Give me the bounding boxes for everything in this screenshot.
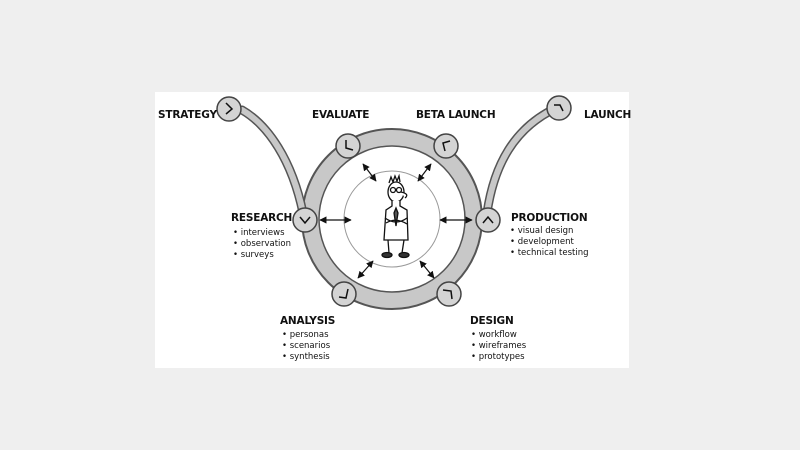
launch-label: LAUNCH bbox=[584, 109, 632, 121]
arrow-analysis bbox=[357, 260, 374, 279]
analysis-node bbox=[331, 281, 357, 307]
evaluate-label: EVALUATE bbox=[312, 109, 370, 121]
list-item: visual design bbox=[510, 226, 589, 237]
research-node bbox=[292, 207, 318, 233]
list-item: development bbox=[510, 237, 589, 248]
arrow-evaluate bbox=[362, 163, 377, 182]
arrow-design bbox=[419, 260, 435, 279]
beta-launch-node bbox=[433, 133, 459, 159]
strategy-path bbox=[237, 105, 308, 218]
strategy-label: STRATEGY bbox=[158, 109, 217, 121]
production-label: PRODUCTION bbox=[511, 212, 588, 224]
analysis-items: personas scenarios synthesis bbox=[282, 330, 330, 363]
list-item: technical testing bbox=[510, 248, 589, 259]
list-item: prototypes bbox=[471, 352, 526, 363]
list-item: workflow bbox=[471, 330, 526, 341]
launch-path bbox=[482, 103, 561, 218]
evaluate-node bbox=[335, 133, 361, 159]
list-item: scenarios bbox=[282, 341, 330, 352]
analysis-label: ANALYSIS bbox=[280, 315, 336, 327]
list-item: personas bbox=[282, 330, 330, 341]
research-items: interviews observation surveys bbox=[233, 228, 291, 261]
person-illustration bbox=[381, 173, 410, 259]
arrow-beta-launch bbox=[417, 163, 432, 182]
launch-node bbox=[546, 95, 572, 121]
strategy-node bbox=[216, 96, 242, 122]
production-node bbox=[475, 207, 501, 233]
design-node bbox=[436, 281, 462, 307]
list-item: synthesis bbox=[282, 352, 330, 363]
beta-launch-label: BETA LAUNCH bbox=[416, 109, 496, 121]
list-item: surveys bbox=[233, 250, 291, 261]
production-items: visual design development technical test… bbox=[510, 226, 589, 259]
design-label: DESIGN bbox=[470, 315, 514, 327]
research-label: RESEARCH bbox=[231, 212, 293, 224]
design-items: workflow wireframes prototypes bbox=[471, 330, 527, 363]
list-item: wireframes bbox=[471, 341, 527, 352]
list-item: interviews bbox=[233, 228, 291, 239]
list-item: observation bbox=[233, 239, 291, 250]
